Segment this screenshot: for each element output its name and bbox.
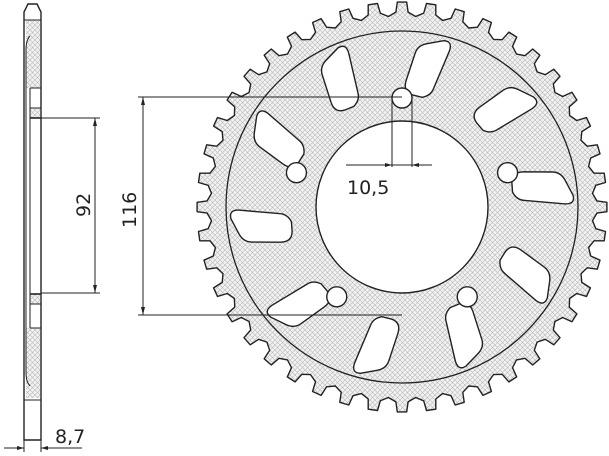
bolt-hole <box>326 286 348 308</box>
bolt-hole <box>391 87 413 109</box>
bolt-hole <box>285 161 308 184</box>
lightening-slot <box>229 209 293 243</box>
lightening-slot <box>320 45 360 112</box>
side-profile <box>23 3 42 441</box>
dimension-116 <box>138 96 402 316</box>
side-hatch-hub-bottom <box>30 294 40 304</box>
dimension-116-label: 116 <box>119 192 141 228</box>
side-hatch-lower <box>26 328 40 398</box>
root-ring-line <box>225 30 579 384</box>
thickness-label: 8,7 <box>55 426 85 448</box>
bolt-hole <box>496 161 519 184</box>
dimension-thickness <box>4 440 82 452</box>
side-hatch-upper <box>26 20 40 88</box>
lightening-slot <box>352 316 400 375</box>
lightening-slot <box>499 246 551 304</box>
dimension-92-label: 92 <box>73 193 95 217</box>
sprocket-face <box>196 1 608 413</box>
dimension-bolt-hole <box>346 97 432 167</box>
center-bore <box>315 120 489 294</box>
bolt-hole-label: 10,5 <box>347 177 389 199</box>
bolt-hole <box>456 286 478 308</box>
side-hatch-hub-top <box>30 108 40 118</box>
lightening-slot <box>473 86 538 133</box>
dimension-92 <box>41 117 100 294</box>
